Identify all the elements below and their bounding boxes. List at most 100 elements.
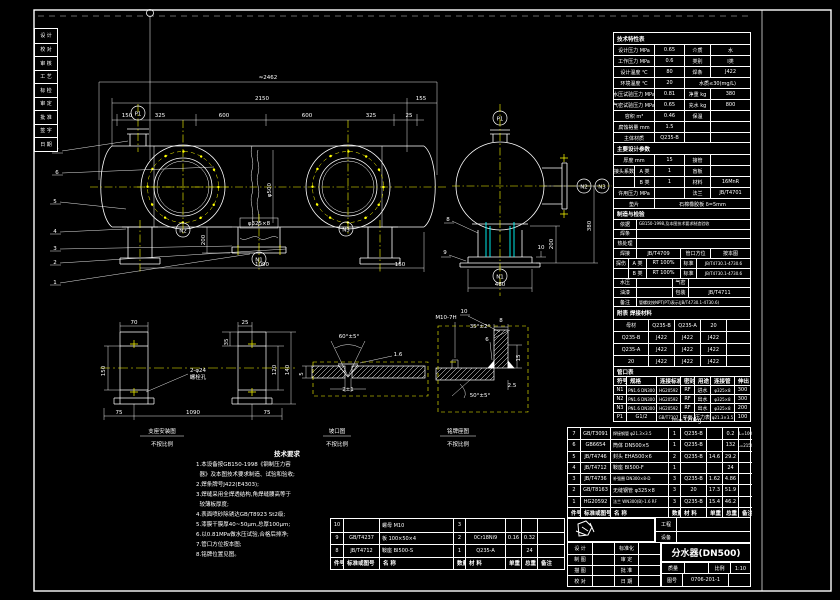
table-cell: 总重	[722, 506, 738, 518]
table-cell: 46.2	[722, 495, 738, 507]
table-cell: 日 期	[614, 575, 638, 586]
table-cell: 8	[331, 544, 343, 557]
table-cell: 24	[722, 461, 738, 473]
table-cell: 热处理	[614, 238, 636, 248]
table-cell: 300	[734, 385, 750, 394]
table-cell: φ21.3×3.5	[710, 412, 734, 421]
nozzle-label: N1	[255, 258, 263, 264]
table-cell: JB/T4746	[580, 450, 610, 462]
table-cell: 380	[710, 88, 750, 99]
detail-saddle-marks	[100, 340, 295, 396]
table-cell: 7	[572, 430, 576, 437]
table-cell: B 类	[634, 176, 654, 187]
table-cell: 200	[734, 403, 750, 412]
dim-label: 8	[499, 318, 503, 324]
table-row: 主要设计参数	[614, 143, 750, 154]
table-cell: 标准化	[614, 543, 638, 554]
table-cell	[706, 439, 722, 451]
table-cell	[728, 574, 750, 586]
table-cell: 鞍座 BI500-S	[379, 544, 453, 557]
table-cell: JB/T4736	[580, 473, 610, 485]
table-cell: 2	[453, 531, 465, 544]
table-cell: Q235-B	[614, 331, 648, 343]
table-cell: 0706-201-1	[682, 574, 728, 586]
detail-caption: 坡口图	[329, 427, 346, 435]
front-dim-labels: ≈2462 2150 155 150 325 600 600 325 25 φ5…	[53, 75, 426, 286]
table-cell: 出水	[694, 394, 710, 403]
table-cell: 设计压力 MPa	[614, 44, 654, 55]
detail-nameplate	[435, 314, 529, 413]
table-cell: RT 100%	[646, 267, 680, 278]
table-cell: 气密试验压力 MPa	[614, 99, 654, 110]
table-cell: 设 计	[574, 545, 586, 552]
table-cell	[537, 531, 564, 544]
table-cell	[505, 544, 521, 557]
not-to-scale: 不按比例	[447, 440, 470, 448]
table-cell: 名 称	[610, 506, 668, 518]
table-cell: Q235-B	[680, 428, 706, 440]
nozzle-label: N2	[580, 185, 588, 191]
part-number: 6	[55, 170, 59, 176]
dim-label: 380	[587, 220, 593, 231]
dim-label: 螺栓孔	[190, 373, 207, 381]
table-row: 签 字	[35, 123, 57, 138]
table-cell	[636, 238, 750, 249]
dim-label: φ500	[267, 182, 273, 197]
table-cell: 技术特性表	[617, 36, 645, 43]
dim-label: 60°±5°	[339, 334, 360, 340]
table-cell: PN1.6 DN300	[626, 385, 656, 394]
table-cell: 无缝钢管 φ325×8	[610, 484, 668, 496]
table-cell	[636, 228, 750, 239]
table-cell	[710, 110, 750, 121]
table-cell: 主体材质	[614, 132, 654, 143]
table-row: 工程	[656, 518, 750, 531]
table-cell: L=100	[738, 428, 752, 440]
dim-label: 460	[495, 282, 506, 288]
table-cell: 备注	[537, 556, 564, 569]
table-cell: 探伤	[614, 257, 628, 268]
table-cell: JB/T4701	[710, 187, 750, 198]
table-cell: 1	[668, 461, 680, 473]
table-cell: 29.2	[722, 450, 738, 462]
table-cell: 腐蚀裕量 mm	[614, 121, 654, 132]
table-cell: 签 字	[35, 123, 57, 138]
table-row: 管口表	[614, 367, 750, 376]
left-binding-strip: 设 计校 对审 核工 艺标 检审 定批 准签 字日 期	[34, 28, 58, 152]
table-cell	[738, 484, 752, 496]
table-cell: 材料	[684, 176, 710, 187]
table-cell: P1	[614, 412, 626, 421]
front-dim-lines	[50, 81, 438, 286]
technical-requirement-line: 1.本设备按GB150-1998《钢制压力容	[196, 462, 291, 468]
table-cell: 标准	[680, 267, 696, 278]
dim-label: 120	[272, 364, 278, 375]
dim-label: 200	[549, 238, 555, 249]
company-logo	[575, 520, 595, 537]
detail-weld-labels: 60°±5° 1.6 2±1 5 坡口图 不按比例	[299, 334, 403, 448]
dim-label: 325	[366, 113, 377, 119]
dim-label: 25	[242, 320, 249, 326]
table-row: 工 艺	[35, 69, 57, 84]
table-cell: 接管	[684, 154, 710, 165]
dim-label: ≈2462	[259, 75, 278, 81]
table-cell: 3	[453, 519, 465, 532]
table-cell: 数量	[668, 506, 680, 518]
table-cell: 0.16	[505, 531, 521, 544]
detail-weld	[302, 340, 429, 397]
table-cell: 校 对	[568, 575, 592, 586]
table-cell: PN1.6 DN300	[626, 394, 656, 403]
table-cell: A 类	[628, 257, 646, 268]
table-cell: 15.4	[706, 495, 722, 507]
table-cell: 主要设计参数	[617, 146, 651, 153]
table-cell: 法兰	[684, 187, 710, 198]
table-cell	[614, 176, 634, 187]
detail-caption: 铭牌座图	[447, 427, 470, 435]
table-cell: 20	[700, 319, 726, 331]
